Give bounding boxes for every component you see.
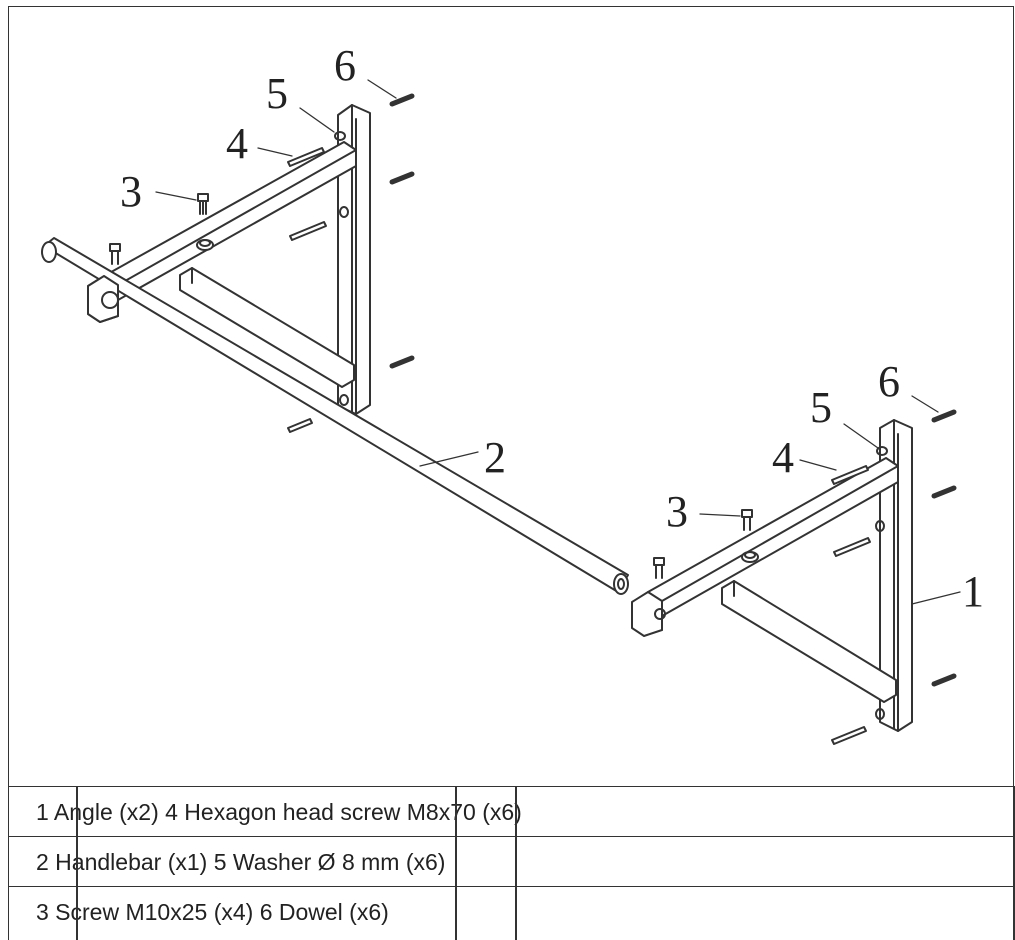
table-column-divider <box>455 786 457 940</box>
table-column-divider <box>76 786 78 940</box>
handlebar <box>41 237 629 595</box>
callout-4-right: 4 <box>772 433 794 482</box>
parts-row-1: 1 Angle (x2) 4 Hexagon head screw M8x70 … <box>8 786 1014 836</box>
dowels <box>389 93 957 687</box>
callout-1: 1 <box>962 567 984 616</box>
callout-6-left: 6 <box>334 41 356 90</box>
diagram-frame <box>8 6 1014 940</box>
callout-3-right: 3 <box>666 487 688 536</box>
callout-4-left: 4 <box>226 119 248 168</box>
callout-6-right: 6 <box>878 357 900 406</box>
table-column-divider <box>1013 786 1015 940</box>
callout-3-left: 3 <box>120 167 142 216</box>
right-angle-bracket <box>631 419 913 732</box>
callout-5-left: 5 <box>266 69 288 118</box>
table-column-divider <box>515 786 517 940</box>
left-angle-bracket <box>87 104 371 415</box>
callout-2: 2 <box>484 433 506 482</box>
leader-lines <box>155 79 961 605</box>
callout-5-right: 5 <box>810 383 832 432</box>
parts-row-2: 2 Handlebar (x1) 5 Washer Ø 8 mm (x6) <box>8 836 1014 886</box>
parts-list-table: 1 Angle (x2) 4 Hexagon head screw M8x70 … <box>8 786 1014 936</box>
hex-screws-m8x70 <box>287 147 871 745</box>
parts-row-3: 3 Screw M10x25 (x4) 6 Dowel (x6) <box>8 886 1014 936</box>
pullup-bar-assembly-diagram: 6 5 4 3 2 6 5 4 3 1 <box>41 41 984 745</box>
screws-m10 <box>109 193 753 579</box>
